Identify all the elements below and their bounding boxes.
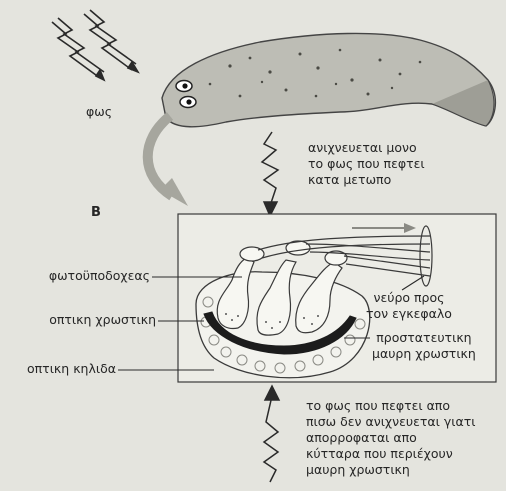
nerve-line-1: νεύρο προς [373,290,445,305]
nerve-label: νεύρο προς τον εγκεφαλο [366,290,452,322]
from-behind-line-3: απορροφαται απο [306,430,417,445]
nerve-line-2: τον εγκεφαλο [366,306,452,321]
protective-line-2: μαυρη χρωστικη [372,346,476,361]
magnify-arrow [142,112,188,206]
protective-line-1: προστατευτικη [376,330,472,345]
from-behind-label: το φως που πεφτει απο πισω δεν ανιχνευετ… [306,398,475,478]
light-ray-icon [51,9,140,82]
from-behind-line-2: πισω δεν ανιχνευεται γιατι [306,414,476,429]
photoreceptors-label: φωτοϋποδοχεας [48,268,150,283]
front-light-arrow-icon [260,131,280,218]
light-label: φως [86,104,113,119]
detects-front-line-2: το φως που πεφτει [308,156,425,171]
detects-front-label: ανιχνευεται μονο το φως που πεφτει κατα … [308,140,425,188]
back-light-arrow-icon [262,384,281,483]
flatworm-illustration [161,32,496,128]
protective-pigment-label: προστατευτικη μαυρη χρωστικη [372,330,476,362]
from-behind-line-1: το φως που πεφτει απο [306,398,450,413]
detects-front-line-3: κατα μετωπο [308,172,392,187]
from-behind-line-5: μαυρη χρωστικη [306,462,410,477]
eye-cup-diagram [195,225,433,379]
from-behind-line-4: κύτταρα που περιέχουν [306,446,453,461]
optic-cup-label: οπτικη κηλιδα [27,361,116,376]
signal-arrow-icon [352,223,416,233]
panel-label: B [91,205,101,220]
optic-pigment-label: οπτικη χρωστικη [49,312,156,327]
leader-lines [118,275,425,371]
detects-front-line-1: ανιχνευεται μονο [308,140,417,155]
